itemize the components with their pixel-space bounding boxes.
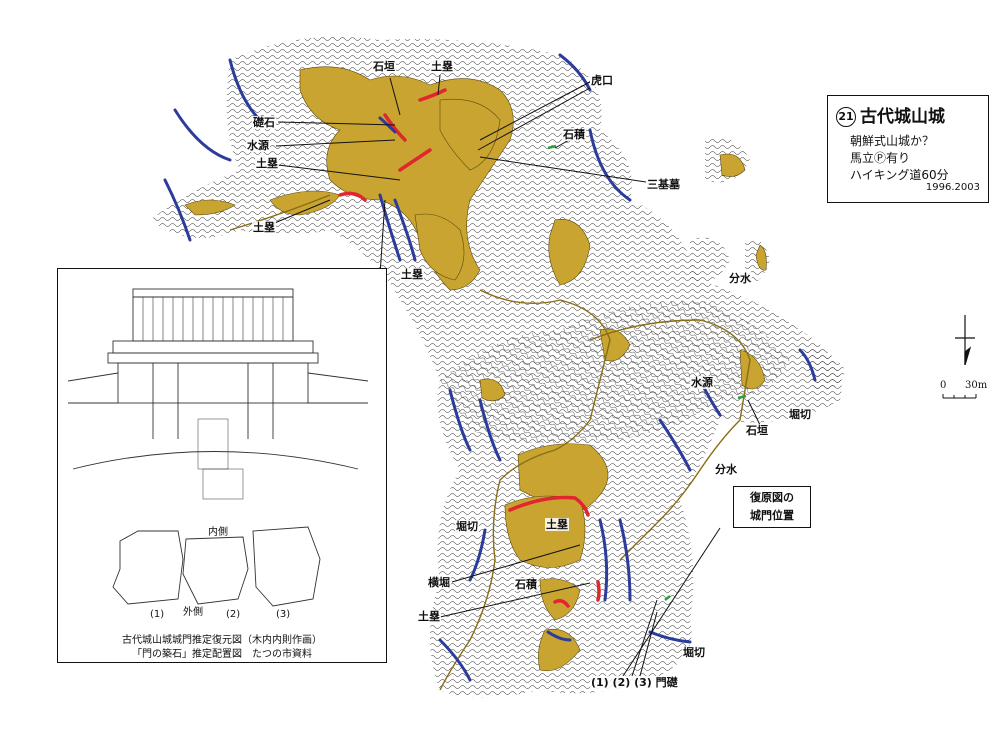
label-ishizumi-bottom: 石積 <box>514 578 538 591</box>
label-horikiri-left: 堀切 <box>455 520 479 533</box>
label-soseki: 礎石 <box>252 116 276 129</box>
label-horikiri-right: 堀切 <box>788 408 812 421</box>
label-ishizumi-top: 石積 <box>562 128 586 141</box>
label-dorui-bottom2: 土塁 <box>417 610 441 623</box>
label-horikiri-bottom: 堀切 <box>682 646 706 659</box>
restore-line-1: 復原図の <box>750 491 794 504</box>
trails <box>229 194 751 691</box>
inset-inner: 内側 <box>208 527 228 538</box>
label-suigen-right: 水源 <box>690 376 714 389</box>
title-line-3: ハイキング道60分 <box>850 168 949 182</box>
label-dorui-mid: 土塁 <box>255 157 279 170</box>
label-dorui-low: 土塁 <box>400 268 424 281</box>
label-dorui-left: 土塁 <box>252 221 276 234</box>
scale-bar <box>942 394 977 399</box>
gate-drawing <box>67 288 369 607</box>
flat-areas <box>184 66 767 672</box>
label-ishigaki-right: 石垣 <box>745 424 769 437</box>
title-years: 1996.2003 <box>925 182 980 193</box>
title-line-1: 朝鮮式山城か？ <box>850 134 935 148</box>
gate-inset: 内側 外側 (1) (2) (3) 古代城山城城門推定復元図（木内内則作画） 「… <box>57 268 387 663</box>
label-monso: (1) (2) (3) 門礎 <box>590 676 679 689</box>
label-bunsui-mid: 分水 <box>714 463 738 476</box>
label-dorui-top: 土塁 <box>430 60 454 73</box>
label-ishigaki-top: 石垣 <box>372 60 396 73</box>
label-sankibo: 三基墓 <box>646 178 681 191</box>
walls <box>338 88 601 608</box>
north-arrow <box>955 315 975 366</box>
inset-outer: 外側 <box>183 607 203 618</box>
label-bunsui-top: 分水 <box>728 272 752 285</box>
restore-gate-box: 復原図の 城門位置 <box>733 486 811 528</box>
inset-caption-1: 古代城山城城門推定復元図（木内内則作画） <box>122 635 322 646</box>
stone-marks <box>547 144 747 601</box>
page-number: 15 <box>0 712 2 726</box>
label-yokobori: 横堀 <box>427 576 451 589</box>
inset-n2: (2) <box>226 609 241 620</box>
scale-end: 30m <box>965 380 988 391</box>
scale-zero: 0 <box>940 380 947 391</box>
title-line-2: 馬立Ⓟ有り <box>850 151 911 165</box>
slopes <box>163 53 817 682</box>
label-suigen-top: 水源 <box>246 139 270 152</box>
label-dorui-bottom: 土塁 <box>545 518 569 531</box>
inset-caption-2: 「門の築石」推定配置図 たつの市資料 <box>132 649 312 660</box>
title-name: 古代城山城 <box>860 107 945 127</box>
label-koguchi: 虎口 <box>590 74 614 87</box>
inset-n1: (1) <box>150 609 165 620</box>
title-number: 21 <box>836 107 856 127</box>
restore-line-2: 城門位置 <box>750 509 794 522</box>
inset-n3: (3) <box>276 609 291 620</box>
